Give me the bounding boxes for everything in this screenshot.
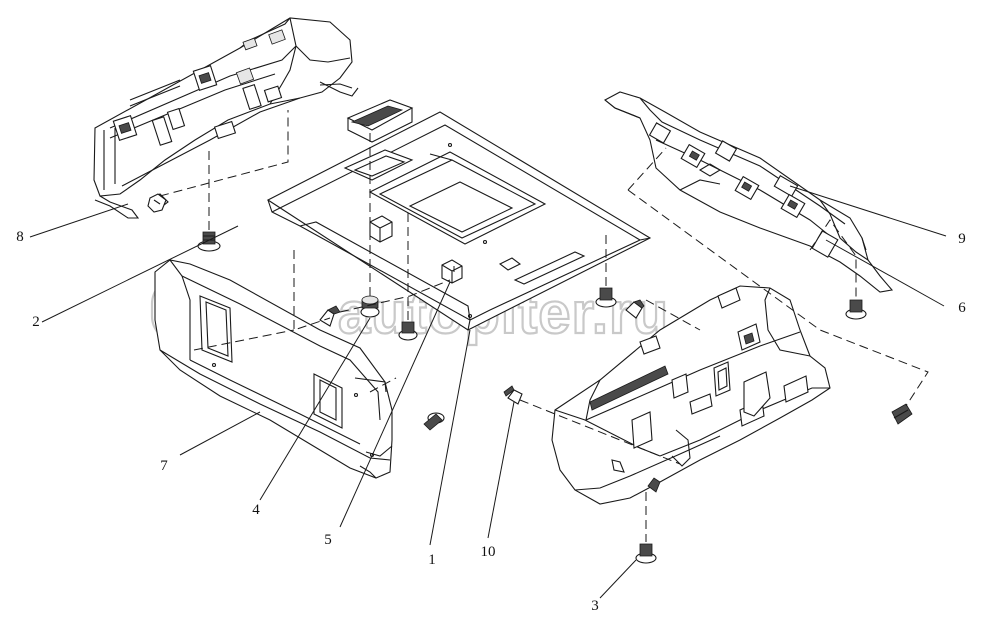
fastener-1-clip	[398, 321, 418, 341]
fastener-2-clip	[197, 231, 221, 252]
callout-1: 1	[428, 552, 436, 568]
callout-labels: 1 2 3 4 5 6 7 8 9 10	[16, 229, 966, 614]
fastener-center-clip	[595, 287, 617, 308]
fastener-4-nut	[360, 295, 380, 318]
callout-5: 5	[324, 532, 332, 548]
fastener-7a-bolt	[319, 305, 341, 327]
part-7-left-lower-trim	[154, 259, 393, 479]
assembly-lines	[159, 110, 929, 542]
callout-6: 6	[958, 300, 966, 316]
fastener-6-clip	[845, 299, 867, 320]
callout-4: 4	[252, 502, 260, 518]
fastener-7b-clip	[423, 412, 445, 431]
fastener-3-clip	[635, 543, 657, 564]
callout-8: 8	[16, 229, 24, 245]
fastener-10a-bolt	[625, 299, 645, 319]
part-9-right-rear-side-trim	[604, 91, 894, 293]
callout-2: 2	[32, 314, 40, 330]
fastener-9-clip	[891, 403, 913, 425]
fastener-8-bolt	[147, 193, 167, 213]
callout-7: 7	[160, 458, 168, 474]
part-8-left-rear-side-trim	[93, 17, 359, 219]
fastener-10-bolt	[503, 385, 523, 405]
leader-lines	[29, 185, 947, 599]
fastener-3a-clip	[647, 477, 661, 493]
callout-10: 10	[481, 544, 496, 560]
callout-3: 3	[591, 598, 599, 614]
callout-9: 9	[958, 231, 966, 247]
